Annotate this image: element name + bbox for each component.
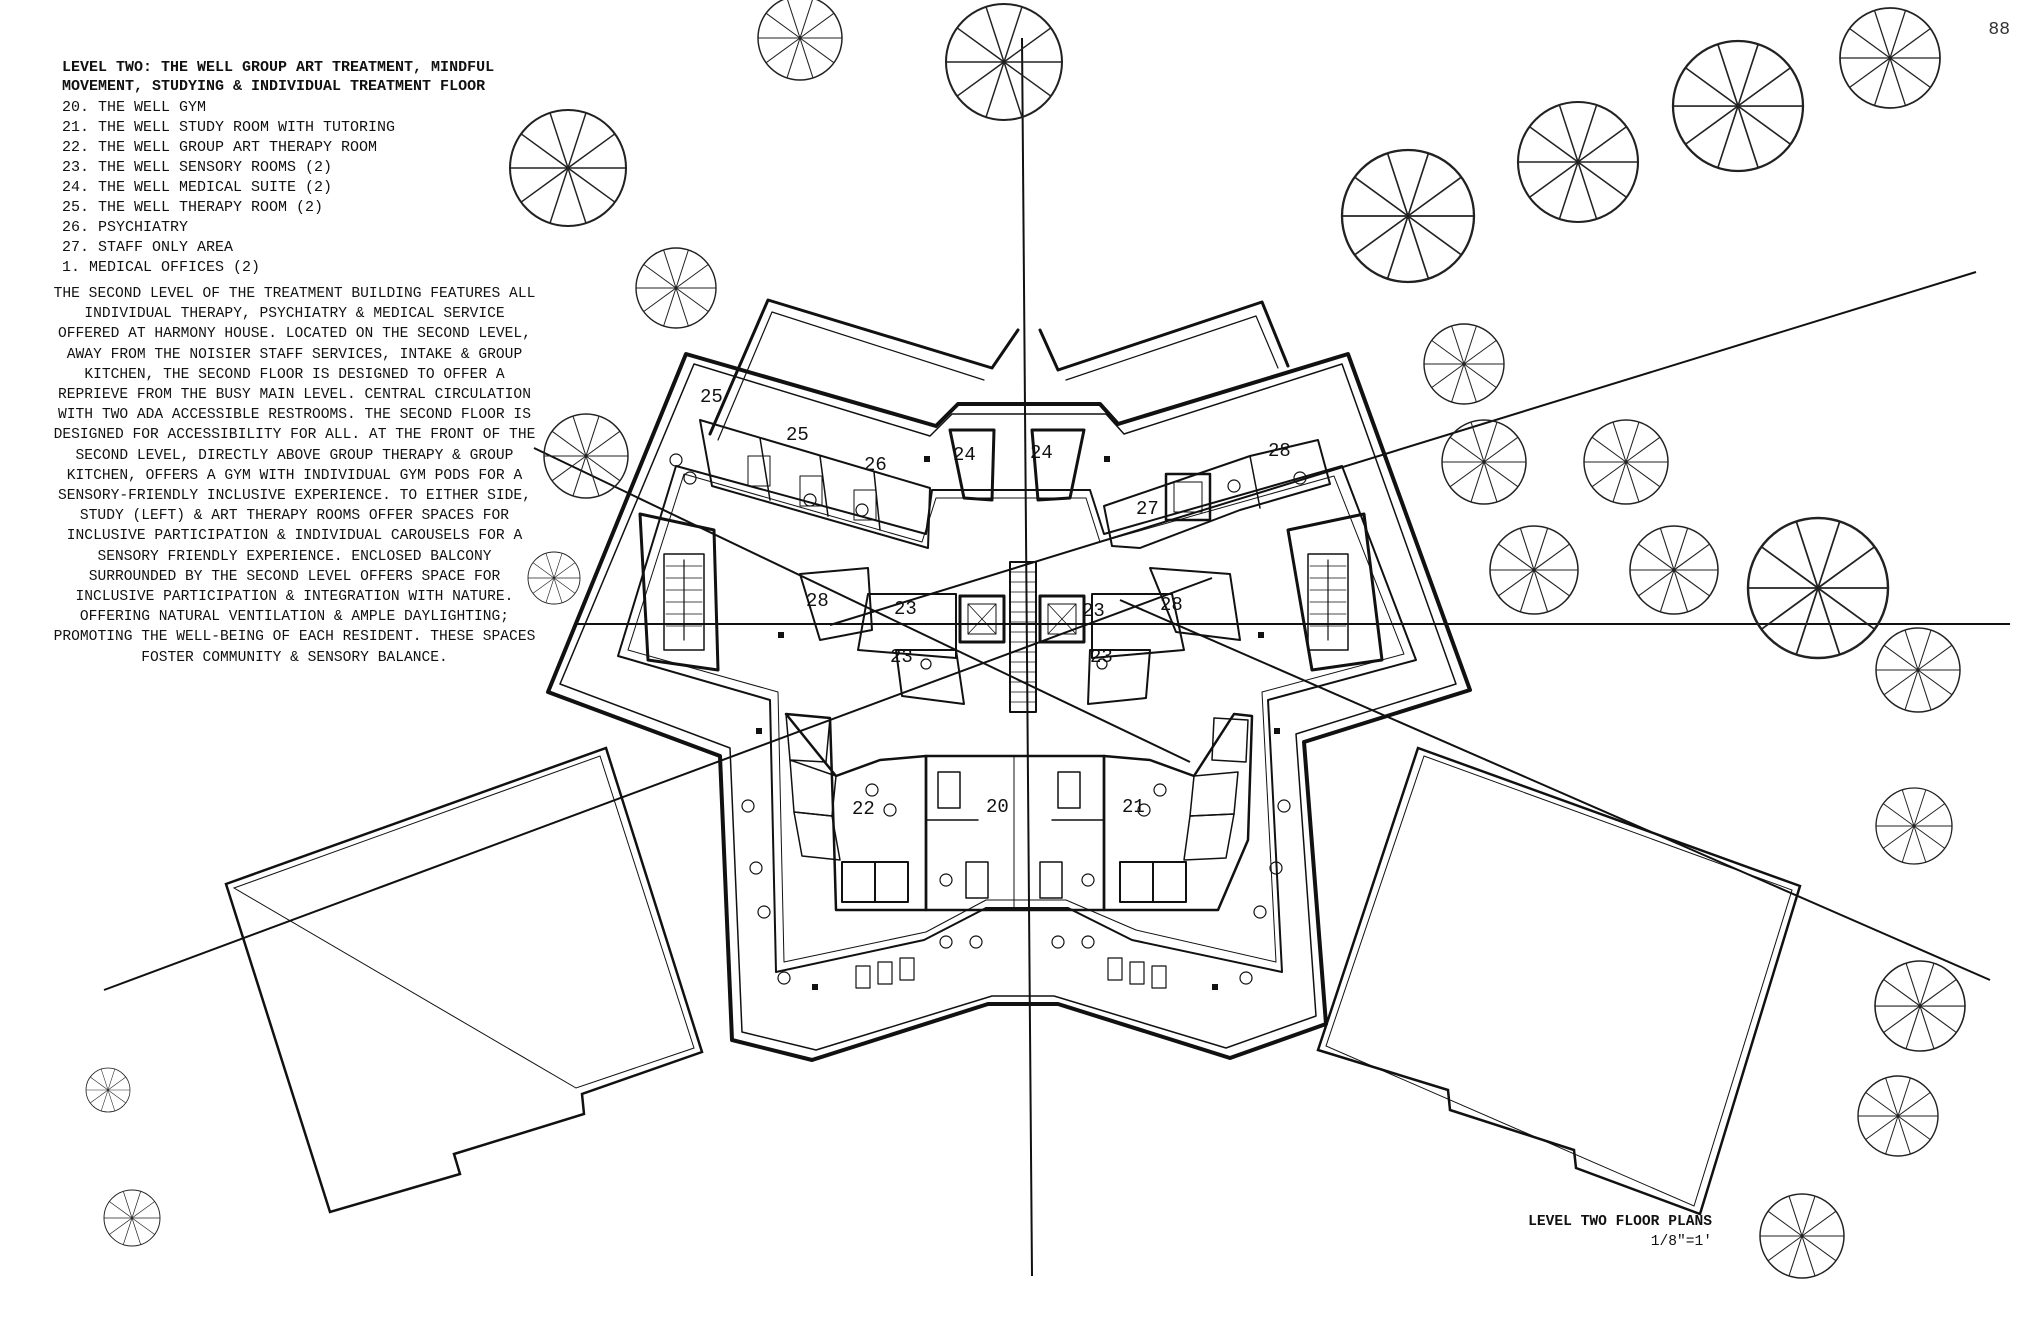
room-list-item: 24. THE WELL MEDICAL SUITE (2) xyxy=(62,179,333,196)
room-label-25-outer: 25 xyxy=(700,386,723,408)
room-label-20: 20 xyxy=(986,796,1009,818)
room-list-item: 1. MEDICAL OFFICES (2) xyxy=(62,259,261,276)
page-number: 88 xyxy=(1988,20,2010,40)
legend-title: LEVEL TWO: THE WELL GROUP ART TREATMENT,… xyxy=(62,59,495,95)
room-list-item: 23. THE WELL SENSORY ROOMS (2) xyxy=(62,159,333,176)
room-label-23-b: 23 xyxy=(890,646,913,668)
room-label-28-right: 28 xyxy=(1160,594,1183,616)
room-label-23-c: 23 xyxy=(1082,600,1105,622)
adjacent-building-left xyxy=(224,746,704,1214)
room-list-item: 21. THE WELL STUDY ROOM WITH TUTORING xyxy=(62,119,396,136)
room-label-23-a: 23 xyxy=(894,598,917,620)
room-label-25-inner: 25 xyxy=(786,424,809,446)
adjacent-building-right xyxy=(1316,746,1802,1216)
room-label-24-left: 24 xyxy=(953,444,976,466)
plan-title: LEVEL TWO FLOOR PLANS xyxy=(1528,1214,1712,1230)
room-list-item: 20. THE WELL GYM xyxy=(62,99,207,116)
legend-block: LEVEL TWO: THE WELL GROUP ART TREATMENT,… xyxy=(54,58,542,668)
room-label-22: 22 xyxy=(852,798,875,820)
room-list-item: 25. THE WELL THERAPY ROOM (2) xyxy=(62,199,324,216)
level-description: THE SECOND LEVEL OF THE TREATMENT BUILDI… xyxy=(53,286,536,666)
room-list-item: 26. PSYCHIATRY xyxy=(62,219,189,236)
plan-scale: 1/8"=1' xyxy=(1650,1234,1712,1250)
room-list-item: 22. THE WELL GROUP ART THERAPY ROOM xyxy=(62,139,378,156)
room-labels: 25 25 26 24 24 28 27 28 23 23 28 23 23 2… xyxy=(700,386,1291,820)
plan-title-block: LEVEL TWO FLOOR PLANS 1/8"=1' xyxy=(1410,1212,1712,1252)
room-label-27: 27 xyxy=(1136,498,1159,520)
room-label-26: 26 xyxy=(864,454,887,476)
room-label-28-top: 28 xyxy=(1268,440,1291,462)
room-list: 20. THE WELL GYM 21. THE WELL STUDY ROOM… xyxy=(62,98,542,278)
treatment-building-level-two xyxy=(546,298,1472,1062)
room-label-24-right: 24 xyxy=(1030,442,1053,464)
room-list-item: 27. STAFF ONLY AREA xyxy=(62,239,234,256)
room-label-23-d: 23 xyxy=(1090,646,1113,668)
room-label-28-left: 28 xyxy=(806,590,829,612)
room-label-21: 21 xyxy=(1122,796,1145,818)
